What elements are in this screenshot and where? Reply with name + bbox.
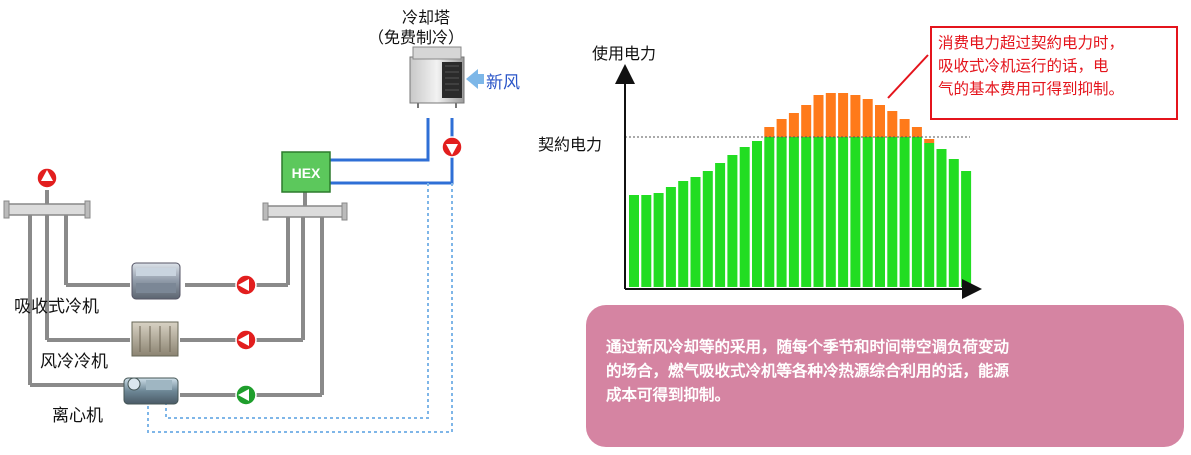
bar-excess-22: [887, 111, 898, 137]
bar-excess-21: [875, 105, 885, 137]
callout-leader: [887, 54, 929, 99]
bar-base-7: [702, 171, 713, 287]
cooling-tower-sublabel: （免费制冷）: [368, 28, 465, 47]
bar-excess-15: [801, 105, 812, 137]
left-header: [5, 203, 89, 216]
bar-base-17: [825, 137, 836, 287]
bar-excess-23: [899, 119, 910, 137]
bar-excess-18: [838, 93, 849, 137]
summary-line-1: 通过新风冷却等的采用，随每个季节和时间带空调负荷变动: [606, 338, 1010, 356]
bar-base-22: [887, 137, 898, 287]
bar-excess-24: [911, 127, 922, 137]
bar-base-20: [862, 137, 873, 287]
hex-box: [281, 151, 331, 193]
bar-excess-20: [862, 99, 873, 137]
bar-excess-13: [776, 119, 787, 137]
bar-base-5: [678, 181, 689, 287]
callout-box: 消费电力超过契約电力时， 吸收式冷机运行的话，电 气的基本费用可得到抑制。: [930, 26, 1178, 120]
bar-excess-17: [825, 93, 836, 137]
pump-icon-left-top: [36, 167, 58, 189]
chart-bars: [629, 93, 972, 287]
pump-icon-cooling: [441, 136, 463, 158]
bar-base-13: [776, 137, 787, 287]
air-cooled-chiller: [131, 321, 179, 357]
piping-system: HEX: [3, 46, 484, 433]
bar-base-2: [641, 195, 652, 287]
callout-line-2: 吸收式冷机运行的话，电: [938, 57, 1109, 75]
centrifugal-chiller: [123, 377, 179, 405]
bar-base-11: [752, 141, 762, 287]
chart-y-axis-label: 使用电力: [592, 44, 657, 63]
pump-icon-air-cooled: [235, 329, 257, 351]
bar-excess-19: [850, 95, 861, 137]
bar-base-8: [715, 163, 726, 287]
pump-icon-centrifugal: [235, 384, 257, 406]
bar-excess-14: [788, 113, 799, 137]
bar-base-9: [727, 155, 738, 287]
fresh-air-arrow: [466, 69, 484, 89]
summary-line-2: 的场合，燃气吸收式冷机等各种冷热源综合利用的话，能源: [606, 362, 1010, 380]
bar-base-21: [875, 137, 885, 287]
power-chart: [615, 54, 982, 299]
bar-excess-16: [813, 95, 824, 137]
cooling-tower-label: 冷却塔: [402, 8, 451, 27]
fresh-air-label: 新风: [486, 73, 520, 93]
bar-base-10: [739, 147, 750, 287]
cooling-tower: [409, 46, 465, 108]
bar-base-23: [899, 137, 910, 287]
absorption-chiller: [131, 262, 181, 300]
bypass-pipes: [147, 183, 453, 433]
hex-label: HEX: [292, 165, 321, 181]
bar-base-1: [629, 195, 639, 287]
bar-excess-25: [924, 139, 935, 143]
callout-line-1: 消费电力超过契約电力时，: [938, 34, 1125, 52]
bar-base-4: [665, 187, 676, 287]
bar-base-24: [911, 137, 922, 287]
summary-line-3: 成本可得到抑制。: [606, 386, 731, 404]
bar-base-6: [690, 177, 701, 287]
bar-base-12: [764, 137, 775, 287]
bar-base-19: [850, 137, 861, 287]
air-cooled-chiller-label: 风冷冷机: [40, 352, 108, 372]
centrifugal-chiller-label: 离心机: [52, 406, 103, 426]
callout-line-3: 气的基本费用可得到抑制。: [938, 80, 1125, 98]
bar-base-14: [788, 137, 799, 287]
contract-power-label: 契約电力: [538, 135, 603, 154]
bar-base-28: [961, 171, 972, 287]
summary-box: 通过新风冷却等的采用，随每个季节和时间带空调负荷变动 的场合，燃气吸收式冷机等各…: [586, 305, 1184, 447]
bar-base-15: [801, 137, 812, 287]
bar-base-27: [948, 159, 959, 287]
bar-base-26: [936, 149, 947, 287]
pump-icon-absorption: [235, 274, 257, 296]
bar-base-3: [653, 193, 664, 287]
bar-excess-12: [764, 127, 775, 137]
cooling-water-pipes: [330, 118, 454, 185]
bar-base-18: [838, 137, 849, 287]
bar-base-16: [813, 137, 824, 287]
bar-base-25: [924, 143, 935, 287]
right-header: [264, 205, 346, 218]
absorption-chiller-label: 吸收式冷机: [14, 297, 99, 317]
